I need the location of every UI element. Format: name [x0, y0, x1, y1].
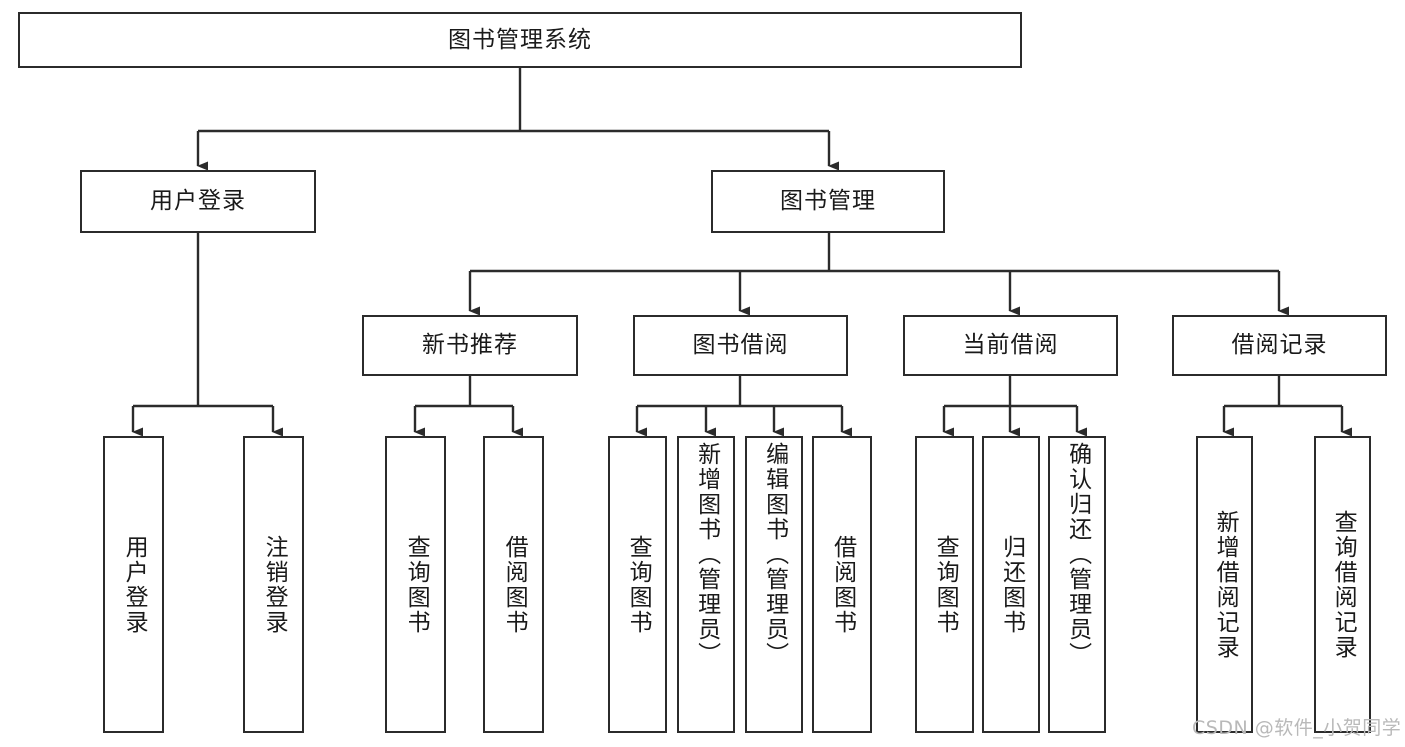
node-leaf-user-login[interactable]: 用户登录	[103, 436, 164, 733]
node-current-borrow[interactable]: 当前借阅	[903, 315, 1118, 376]
node-leaf-add-book-label: 新增图书（管理员）	[693, 442, 720, 667]
node-leaf-add-book[interactable]: 新增图书（管理员）	[677, 436, 735, 733]
node-leaf-logout-login[interactable]: 注销登录	[243, 436, 304, 733]
node-leaf-borrow-book-1[interactable]: 借阅图书	[483, 436, 544, 733]
node-borrow-record-label: 借阅记录	[1231, 332, 1328, 358]
node-leaf-query-record[interactable]: 查询借阅记录	[1314, 436, 1371, 733]
node-leaf-query-book-2-label: 查询图书	[625, 534, 652, 635]
node-leaf-query-record-label: 查询借阅记录	[1330, 509, 1357, 660]
node-leaf-edit-book-label: 编辑图书（管理员）	[761, 442, 788, 667]
node-leaf-query-book-1-label: 查询图书	[403, 534, 430, 635]
node-book-manage[interactable]: 图书管理	[711, 170, 945, 233]
node-user-login[interactable]: 用户登录	[80, 170, 316, 233]
node-book-borrow[interactable]: 图书借阅	[633, 315, 848, 376]
node-new-book-recommend[interactable]: 新书推荐	[362, 315, 578, 376]
node-leaf-query-book-2[interactable]: 查询图书	[608, 436, 667, 733]
node-book-manage-label: 图书管理	[780, 188, 876, 214]
node-new-book-recommend-label: 新书推荐	[422, 332, 518, 358]
node-root[interactable]: 图书管理系统	[18, 12, 1022, 68]
node-leaf-query-book-3-label: 查询图书	[932, 534, 959, 635]
node-leaf-borrow-book-1-label: 借阅图书	[501, 534, 528, 635]
node-current-borrow-label: 当前借阅	[962, 332, 1059, 358]
node-leaf-logout-login-label: 注销登录	[261, 534, 288, 635]
node-leaf-borrow-book-2[interactable]: 借阅图书	[812, 436, 872, 733]
node-leaf-query-book-1[interactable]: 查询图书	[385, 436, 446, 733]
node-user-login-label: 用户登录	[150, 188, 246, 214]
node-leaf-edit-book[interactable]: 编辑图书（管理员）	[745, 436, 803, 733]
node-borrow-record[interactable]: 借阅记录	[1172, 315, 1387, 376]
node-leaf-return-book[interactable]: 归还图书	[982, 436, 1040, 733]
node-leaf-user-login-label: 用户登录	[121, 534, 148, 635]
node-root-label: 图书管理系统	[448, 26, 592, 53]
node-leaf-confirm-return-label: 确认归还（管理员）	[1064, 442, 1091, 667]
node-book-borrow-label: 图书借阅	[692, 332, 789, 358]
node-leaf-add-record[interactable]: 新增借阅记录	[1196, 436, 1253, 733]
node-leaf-confirm-return[interactable]: 确认归还（管理员）	[1048, 436, 1106, 733]
node-leaf-add-record-label: 新增借阅记录	[1212, 509, 1239, 660]
csdn-watermark: CSDN @软件_小贺同学	[1192, 717, 1402, 739]
node-leaf-return-book-label: 归还图书	[998, 534, 1025, 635]
node-leaf-query-book-3[interactable]: 查询图书	[915, 436, 974, 733]
node-leaf-borrow-book-2-label: 借阅图书	[829, 534, 856, 635]
